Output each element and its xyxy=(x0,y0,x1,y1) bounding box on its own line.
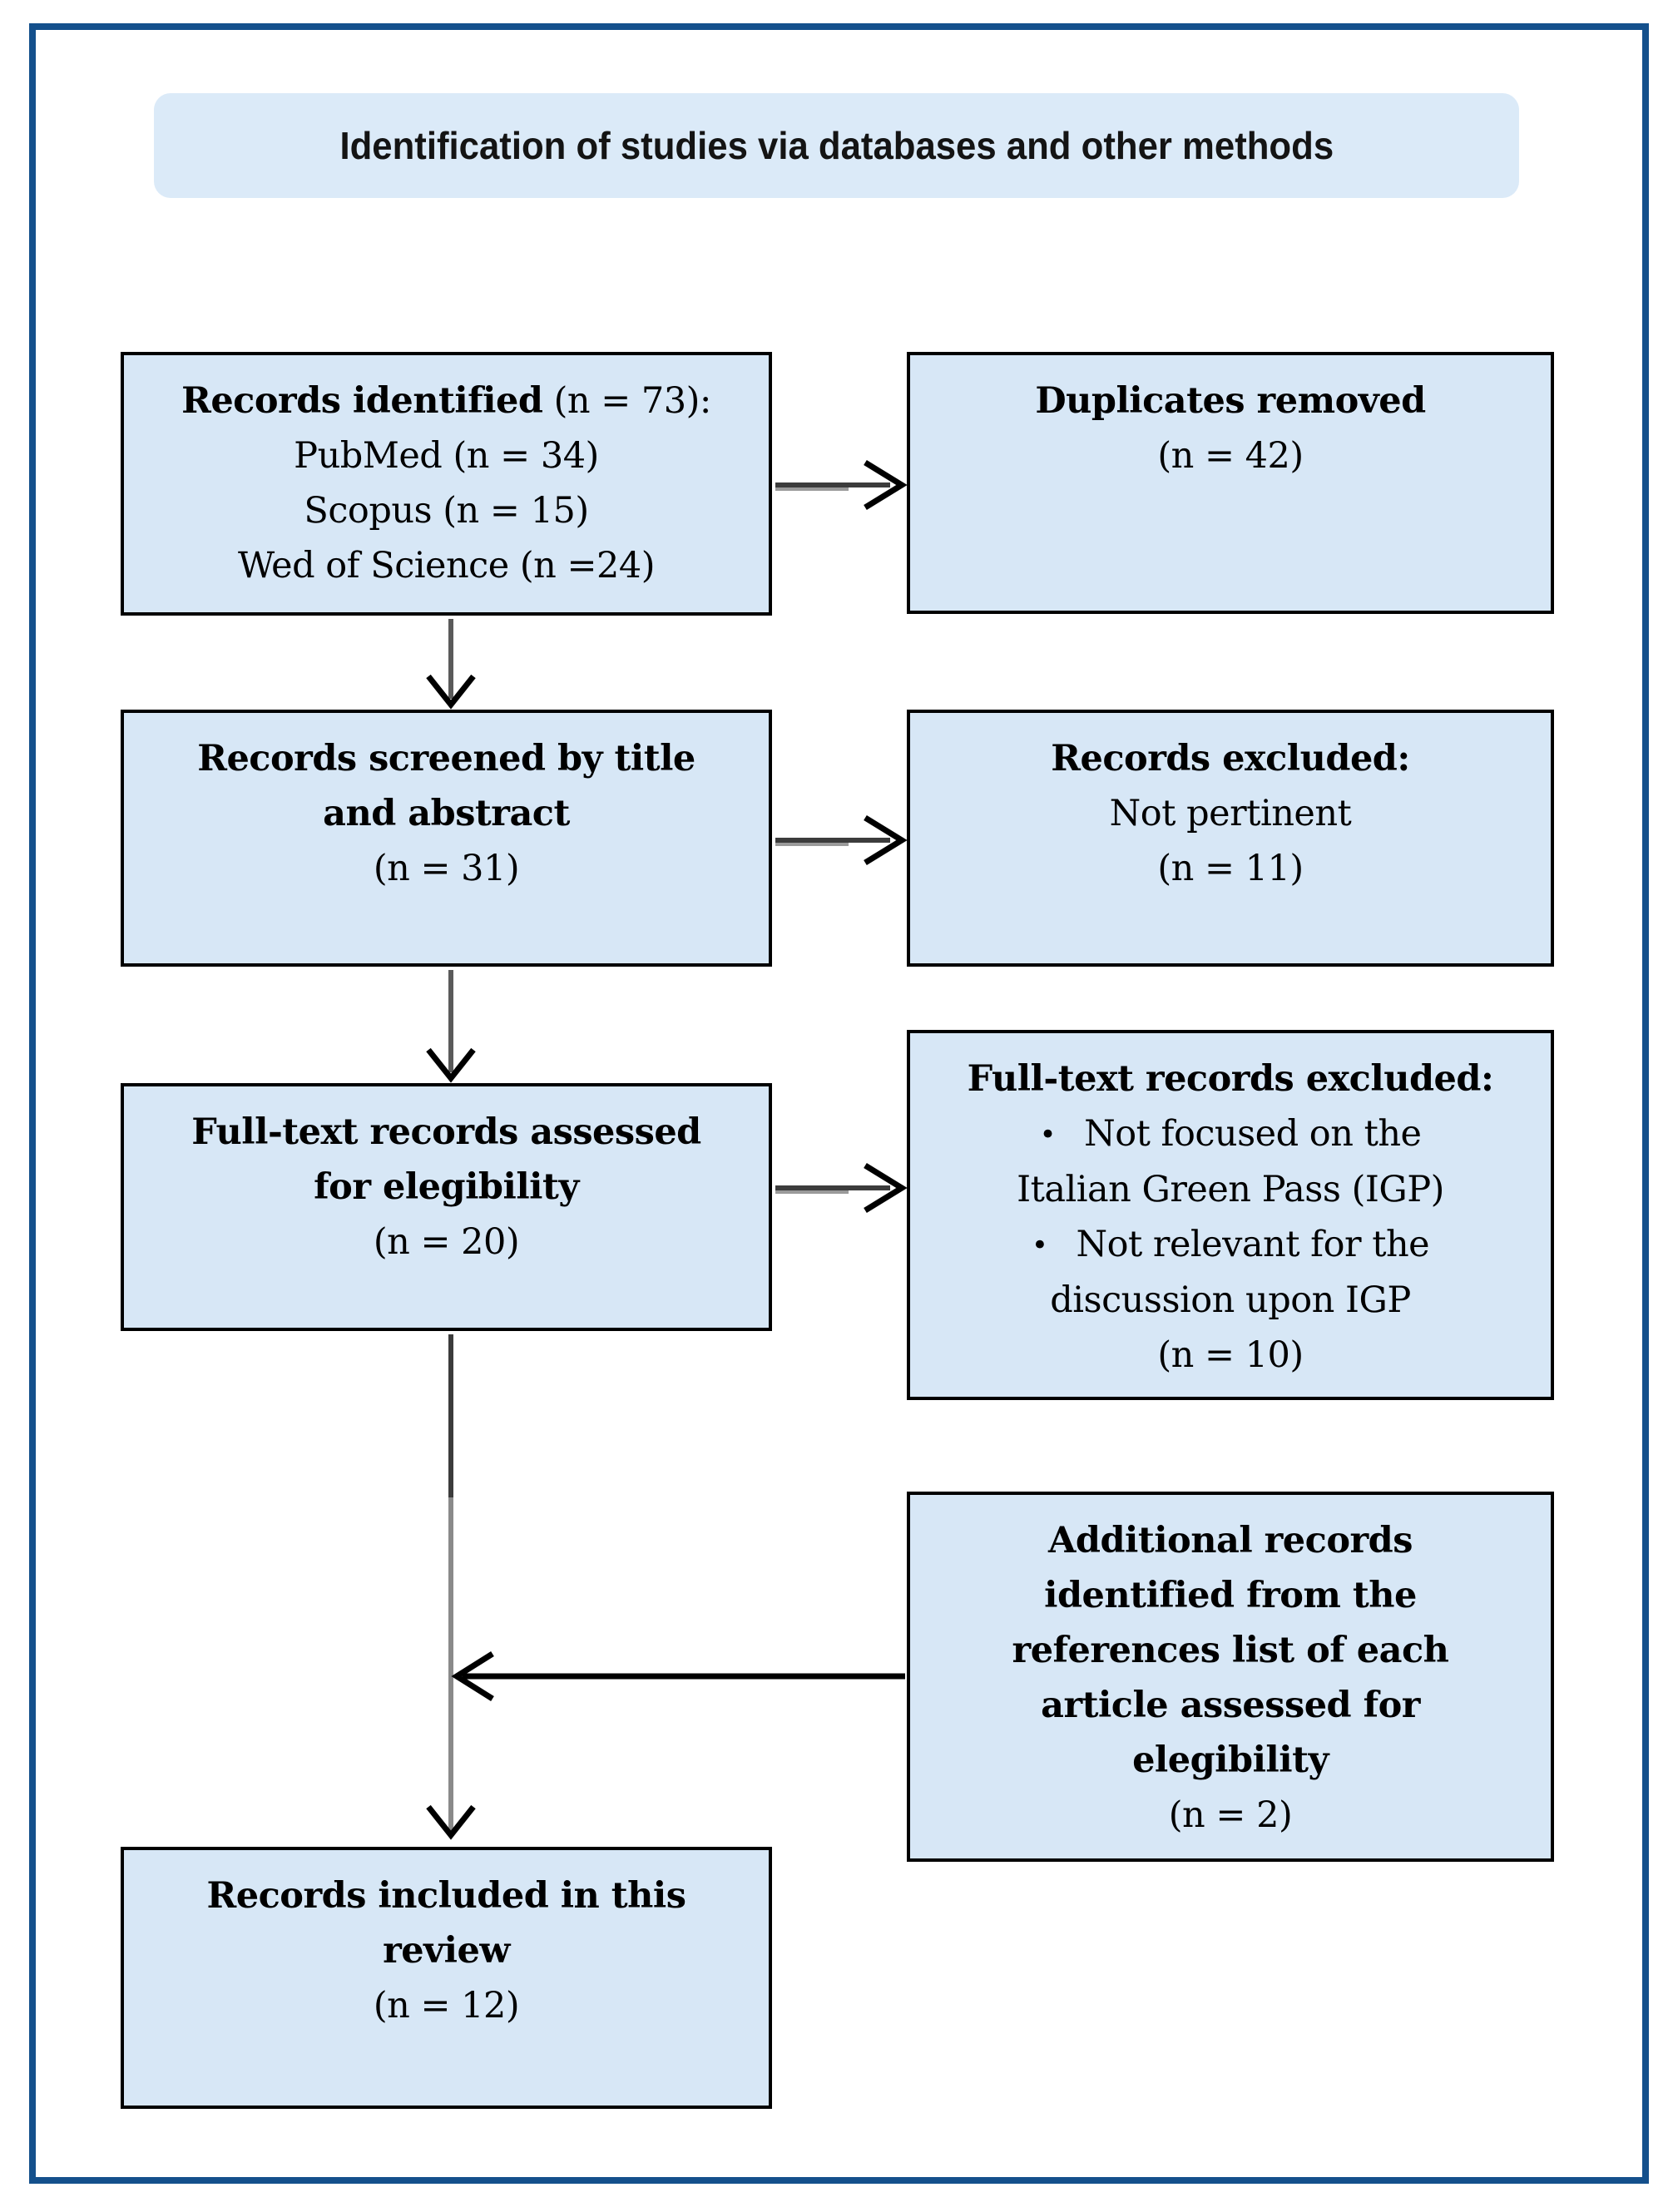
records-identified-title-bold: Records identified xyxy=(181,380,543,422)
records-included-title-line2: review xyxy=(383,1930,510,1972)
additional-records-line5: elegibility xyxy=(1132,1739,1329,1781)
fulltext-excluded-reason1: Not focused on the xyxy=(1084,1113,1422,1155)
fulltext-excluded-count: (n = 10) xyxy=(1157,1334,1304,1376)
bullet-icon: • xyxy=(1039,1118,1057,1151)
duplicates-removed-title: Duplicates removed xyxy=(1035,380,1426,422)
fulltext-excluded-bullet2-line1: • Not relevant for the xyxy=(910,1217,1551,1273)
diagram-border-frame xyxy=(29,23,1649,2184)
diagram-title-banner: Identification of studies via databases … xyxy=(154,93,1519,198)
records-screened-title-line1: Records screened by title xyxy=(197,738,695,779)
additional-records-line3: references list of each xyxy=(1012,1630,1449,1671)
records-excluded-reason: Not pertinent xyxy=(1109,793,1352,834)
bullet-icon: • xyxy=(1031,1229,1048,1262)
fulltext-assessed-count: (n = 20) xyxy=(373,1221,520,1263)
fulltext-excluded-bullet1-line2: Italian Green Pass (IGP) xyxy=(1017,1169,1444,1210)
box-fulltext-assessed: Full-text records assessed for elegibili… xyxy=(121,1083,772,1331)
box-records-included: Records included in this review (n = 12) xyxy=(121,1847,772,2109)
fulltext-excluded-reason2: Not relevant for the xyxy=(1076,1224,1430,1265)
fulltext-assessed-title-line2: for elegibility xyxy=(314,1166,579,1208)
box-records-identified: Records identified (n = 73): PubMed (n =… xyxy=(121,352,772,616)
records-excluded-title: Records excluded: xyxy=(1051,738,1410,779)
additional-records-line1: Additional records xyxy=(1048,1520,1413,1561)
diagram-title: Identification of studies via databases … xyxy=(339,124,1334,167)
box-records-excluded: Records excluded: Not pertinent (n = 11) xyxy=(907,710,1554,967)
source-pubmed-count: PubMed (n = 34) xyxy=(294,435,599,477)
records-included-count: (n = 12) xyxy=(373,1985,520,2026)
records-identified-title: Records identified (n = 73): xyxy=(124,374,769,428)
fulltext-excluded-title: Full-text records excluded: xyxy=(967,1058,1494,1100)
fulltext-excluded-bullet1-line1: • Not focused on the xyxy=(910,1106,1551,1162)
source-scopus-count: Scopus (n = 15) xyxy=(304,490,589,532)
records-identified-count: (n = 73): xyxy=(542,380,712,422)
fulltext-assessed-title-line1: Full-text records assessed xyxy=(191,1111,701,1153)
box-records-screened: Records screened by title and abstract (… xyxy=(121,710,772,967)
additional-records-line2: identified from the xyxy=(1044,1575,1417,1616)
records-screened-title-line2: and abstract xyxy=(323,793,570,834)
additional-records-count: (n = 2) xyxy=(1168,1794,1293,1836)
records-excluded-count: (n = 11) xyxy=(1157,848,1304,889)
fulltext-excluded-bullet2-line2: discussion upon IGP xyxy=(1050,1279,1411,1321)
records-included-title-line1: Records included in this xyxy=(206,1875,686,1917)
box-additional-records: Additional records identified from the r… xyxy=(907,1492,1554,1862)
additional-records-line4: article assessed for xyxy=(1041,1685,1420,1726)
source-web-of-science-count: Wed of Science (n =24) xyxy=(237,545,656,586)
records-screened-count: (n = 31) xyxy=(373,848,520,889)
duplicates-removed-count: (n = 42) xyxy=(1157,435,1304,477)
box-duplicates-removed: Duplicates removed (n = 42) xyxy=(907,352,1554,614)
box-fulltext-excluded: Full-text records excluded: • Not focused… xyxy=(907,1030,1554,1400)
